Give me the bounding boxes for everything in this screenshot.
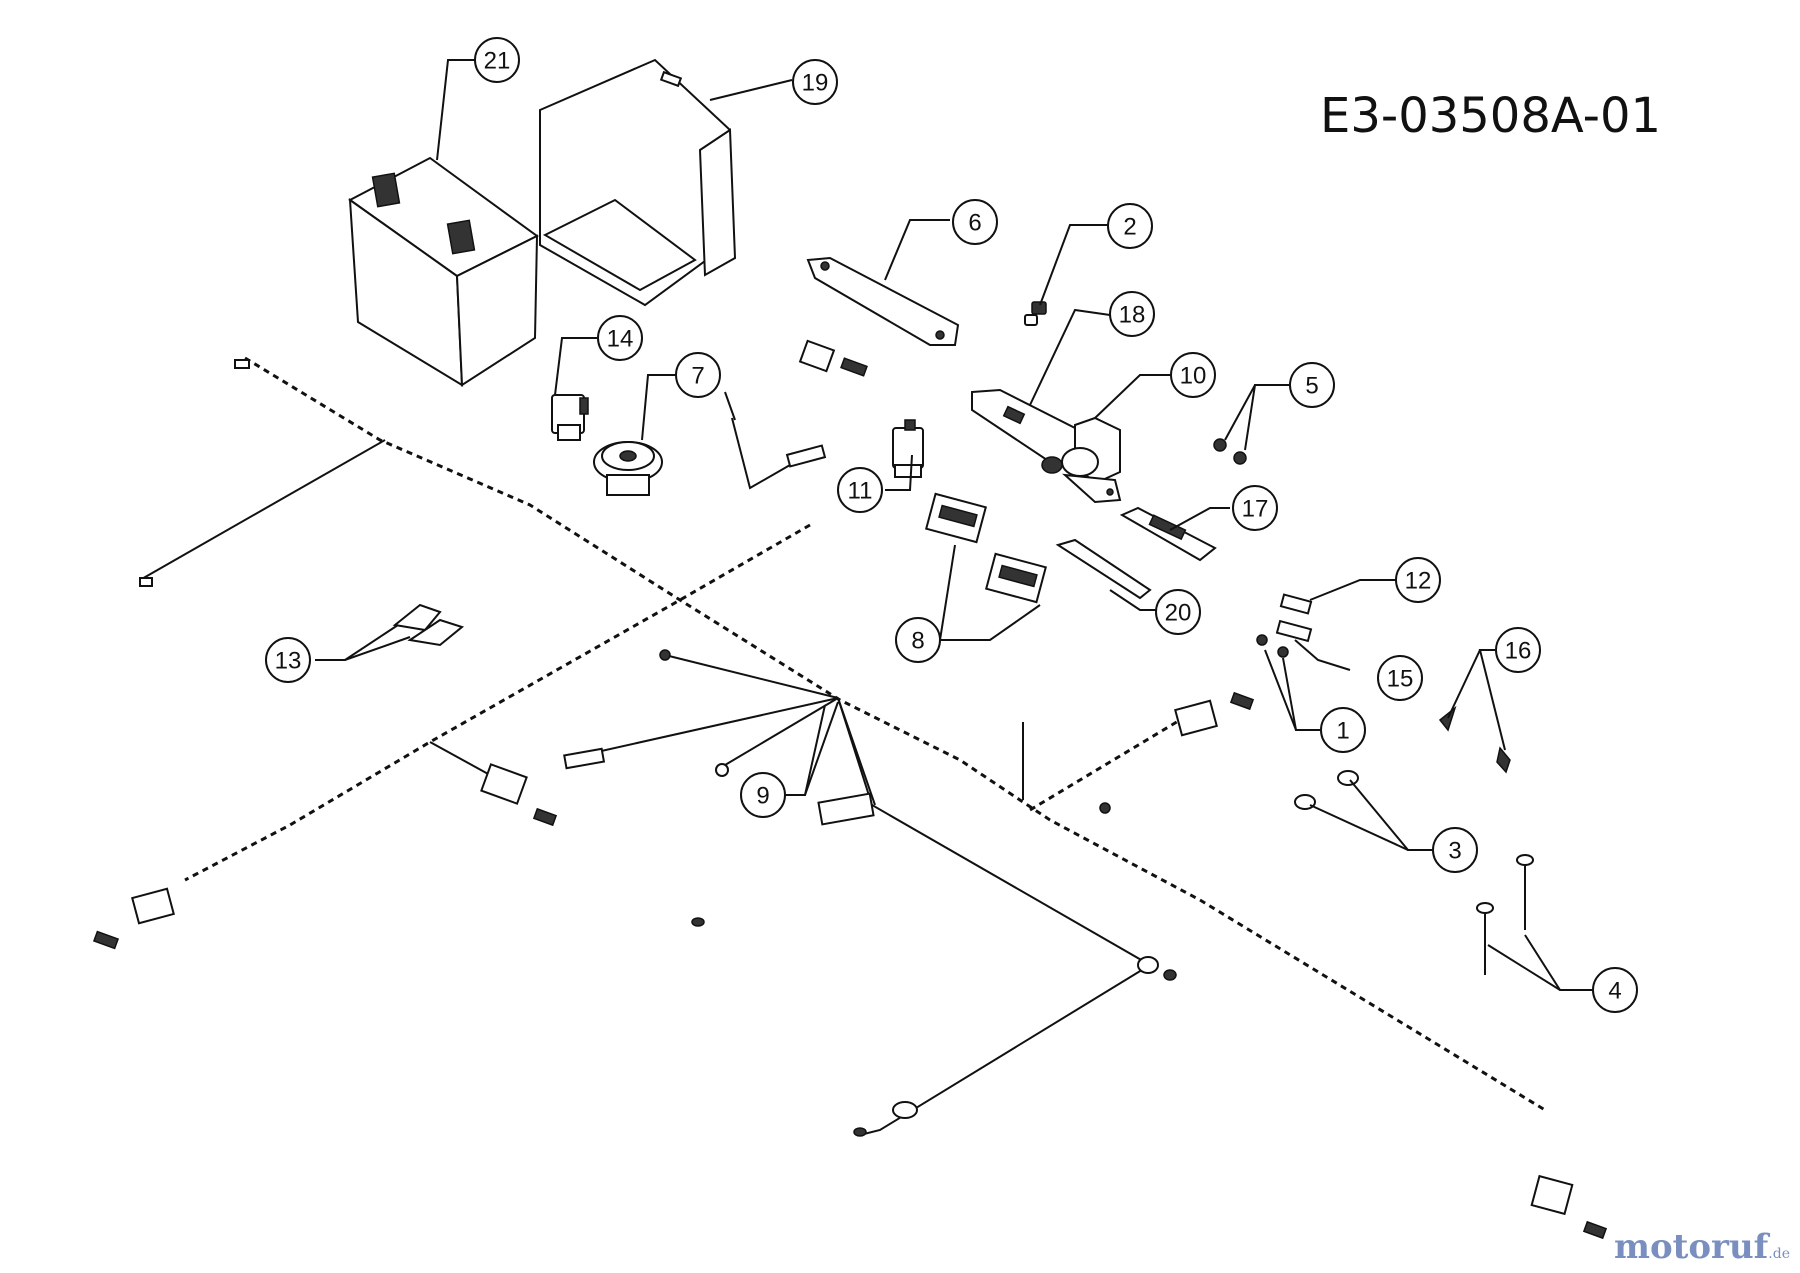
drawing-code: E3-03508A-01 (1320, 88, 1662, 144)
callout-17: 17 (1232, 485, 1278, 531)
callout-3: 3 (1432, 827, 1478, 873)
callout-number: 3 (1448, 838, 1461, 865)
callout-circle (1289, 362, 1335, 408)
callout-number: 10 (1180, 363, 1207, 390)
callout-6: 6 (952, 199, 998, 245)
mounting-bracket-part (971, 388, 1076, 464)
callout-circle (1109, 291, 1155, 337)
callout-number: 13 (275, 648, 302, 675)
ties-part (1438, 705, 1511, 774)
connectors-part (925, 492, 1047, 604)
callout-circle (952, 199, 998, 245)
callout-4: 4 (1592, 967, 1638, 1013)
callout-circle (1155, 589, 1201, 635)
battery-holder-part (539, 58, 737, 307)
callout-number: 1 (1336, 718, 1349, 745)
callout-circle (597, 315, 643, 361)
callout-number: 9 (756, 783, 769, 810)
strap-part (1055, 538, 1152, 600)
callout-circle (1592, 967, 1638, 1013)
callout-circle (1320, 707, 1366, 753)
callout-19: 19 (792, 59, 838, 105)
callout-5: 5 (1289, 362, 1335, 408)
relay-part (551, 394, 589, 441)
interlock-switch-part (892, 419, 924, 478)
leader-lines (315, 59, 1592, 991)
callout-circle (474, 37, 520, 83)
callout-7: 7 (675, 352, 721, 398)
callout-12: 12 (1395, 557, 1441, 603)
callout-circle (1495, 627, 1541, 673)
bracket-part (806, 256, 960, 346)
callout-number: 21 (484, 48, 511, 75)
callout-11: 11 (837, 467, 883, 513)
callout-number: 5 (1305, 373, 1318, 400)
clips-part (1275, 593, 1313, 643)
callout-10: 10 (1170, 352, 1216, 398)
callout-2: 2 (1107, 203, 1153, 249)
callout-number: 8 (911, 628, 924, 655)
callout-circle (265, 637, 311, 683)
screws-part (1256, 634, 1289, 658)
callout-number: 4 (1608, 978, 1621, 1005)
nuts-part (1213, 438, 1247, 465)
plate-part (1119, 506, 1217, 562)
callout-circle (792, 59, 838, 105)
callout-21: 21 (474, 37, 520, 83)
wiring-harness-part (92, 356, 1608, 1240)
callout-circle (837, 467, 883, 513)
callout-circle (675, 352, 721, 398)
callout-1: 1 (1320, 707, 1366, 753)
callout-circle (895, 617, 941, 663)
callout-circle (1232, 485, 1278, 531)
callout-number: 16 (1505, 638, 1532, 665)
callout-number: 19 (802, 70, 829, 97)
ignition-switch-part (593, 441, 663, 496)
bolts-part (1294, 770, 1359, 810)
connector-part (798, 339, 868, 377)
bolt-part (1024, 301, 1047, 326)
callout-circle (1432, 827, 1478, 873)
callout-9: 9 (740, 772, 786, 818)
spring-and-plate-part (724, 391, 827, 490)
callout-15: 15 (1377, 655, 1423, 701)
callout-8: 8 (895, 617, 941, 663)
callout-number: 15 (1387, 666, 1414, 693)
watermark-logo: motoruf.de (1614, 1227, 1790, 1267)
callout-20: 20 (1155, 589, 1201, 635)
callout-13: 13 (265, 637, 311, 683)
battery-part (348, 156, 539, 387)
callout-circle (1395, 557, 1441, 603)
callout-number: 20 (1165, 600, 1192, 627)
callout-16: 16 (1495, 627, 1541, 673)
callout-circle (1170, 352, 1216, 398)
callout-circle (740, 772, 786, 818)
callout-14: 14 (597, 315, 643, 361)
callout-18: 18 (1109, 291, 1155, 337)
callout-circle (1377, 655, 1423, 701)
callout-circle (1107, 203, 1153, 249)
callout-number: 12 (1405, 568, 1432, 595)
callout-number: 18 (1119, 302, 1146, 329)
watermark-suffix: .de (1768, 1246, 1790, 1262)
callout-number: 2 (1123, 214, 1136, 241)
callout-number: 6 (968, 210, 981, 237)
callout-number: 7 (691, 363, 704, 390)
callout-number: 14 (607, 326, 634, 353)
solenoid-part (1041, 416, 1122, 504)
callout-number: 17 (1242, 496, 1269, 523)
callout-number: 11 (848, 478, 873, 505)
long-bolts-part (1476, 854, 1534, 975)
watermark-text: motoruf (1614, 1227, 1769, 1267)
keys-part (392, 603, 465, 647)
